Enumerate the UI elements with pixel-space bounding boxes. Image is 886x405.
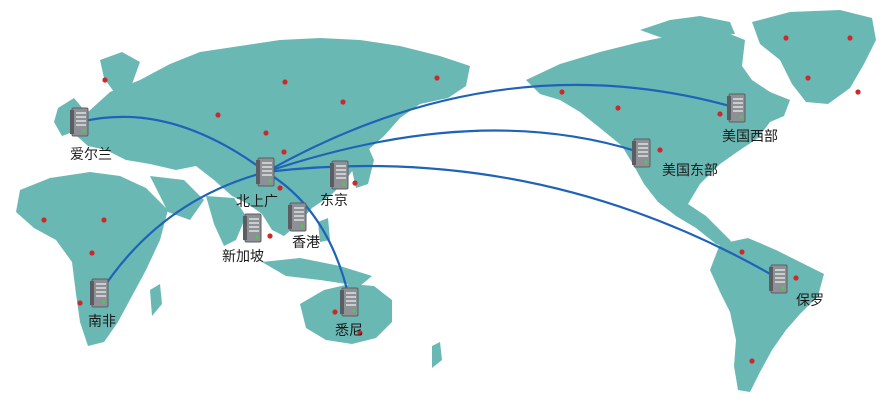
server-icon	[69, 107, 91, 141]
server-icon	[726, 93, 748, 127]
node-label-sydney: 悉尼	[335, 323, 363, 339]
node-label-us-east: 美国东部	[662, 163, 718, 179]
continents	[16, 10, 876, 392]
landmass-eurasia	[70, 38, 470, 236]
server-icon	[287, 202, 309, 236]
city-dot	[41, 217, 47, 223]
landmass-india	[206, 196, 246, 246]
server-icon	[329, 160, 351, 194]
server-icon	[255, 157, 277, 191]
city-dot	[805, 75, 811, 81]
landmass-new-zealand	[432, 342, 442, 368]
landmass-scandinavia	[100, 52, 140, 92]
city-dot	[434, 75, 440, 81]
node-label-sao-paulo: 保罗	[796, 293, 824, 309]
city-dots	[41, 35, 861, 364]
server-icon	[631, 138, 653, 172]
city-dot	[657, 147, 663, 153]
city-dot	[739, 249, 745, 255]
server-icon	[339, 287, 361, 321]
landmass-greenland	[752, 10, 876, 104]
city-dot	[352, 180, 358, 186]
node-label-south-africa: 南非	[88, 314, 116, 330]
node-label-beijing-shanghai-guangzhou: 北上广	[236, 194, 278, 210]
landmass-africa	[16, 172, 168, 346]
route-line-south-africa	[99, 170, 267, 294]
city-dot	[357, 330, 363, 336]
city-dot	[615, 105, 621, 111]
landmass-indonesia	[262, 258, 372, 286]
server-icon	[768, 264, 790, 298]
city-dot	[783, 35, 789, 41]
route-line-us-west	[265, 83, 738, 173]
city-dot	[77, 300, 83, 306]
node-label-hongkong: 香港	[292, 235, 320, 251]
city-dot	[749, 358, 755, 364]
landmass-south-america	[710, 238, 824, 392]
city-dot	[281, 149, 287, 155]
city-dot	[793, 275, 799, 281]
route-line-us-east	[265, 129, 643, 174]
city-dot	[282, 79, 288, 85]
node-label-ireland: 爱尔兰	[70, 147, 112, 163]
city-dot	[89, 250, 95, 256]
node-label-tokyo: 东京	[320, 193, 348, 209]
city-dot	[847, 35, 853, 41]
city-dot	[101, 217, 107, 223]
route-line-sydney	[265, 171, 352, 303]
city-dot	[102, 77, 108, 83]
city-dot	[559, 89, 565, 95]
city-dot	[267, 233, 273, 239]
node-label-us-west: 美国西部	[722, 129, 778, 145]
city-dot	[340, 99, 346, 105]
city-dot	[332, 309, 338, 315]
city-dot	[215, 112, 221, 118]
server-icon	[89, 278, 111, 312]
server-icon	[242, 213, 264, 247]
city-dot	[277, 185, 283, 191]
landmass-arabia	[150, 176, 204, 220]
city-dot	[855, 89, 861, 95]
city-dot	[263, 130, 269, 136]
landmass-madagascar	[150, 284, 162, 316]
landmass-arctic-islands	[640, 16, 735, 40]
route-line-ireland	[79, 115, 267, 173]
city-dot	[717, 111, 723, 117]
node-label-singapore: 新加坡	[222, 249, 264, 265]
